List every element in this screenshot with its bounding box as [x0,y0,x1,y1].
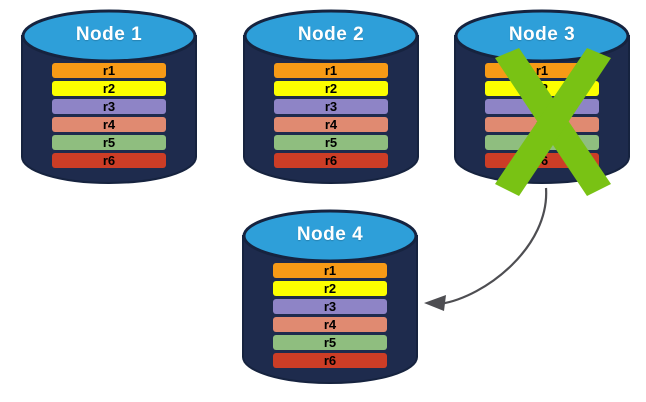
record-bar-r2[interactable]: r2 [273,281,387,296]
record-bar-r1[interactable]: r1 [274,63,388,78]
cylinder-top-ellipse [454,9,630,63]
record-bar-r6[interactable]: r6 [274,153,388,168]
record-bar-r4[interactable]: r4 [274,117,388,132]
record-bar-r6[interactable]: r6 [52,153,166,168]
record-bar-r3[interactable]: r3 [485,99,599,114]
record-bar-list: r1 r2 r3 r4 r5 r6 [52,63,166,168]
arrow-head-icon [424,295,446,311]
cylinder-top-ellipse [242,209,418,263]
record-bar-list: r1 r2 r3 r4 r5 r6 [273,263,387,368]
record-bar-r5[interactable]: r5 [485,135,599,150]
arrow-path [439,187,548,306]
record-bar-r2[interactable]: r2 [52,81,166,96]
record-bar-r5[interactable]: r5 [52,135,166,150]
record-bar-r1[interactable]: r1 [52,63,166,78]
record-bar-r5[interactable]: r5 [274,135,388,150]
record-bar-list: r1 r2 r3 r4 r5 r6 [274,63,388,168]
record-bar-r2[interactable]: r2 [485,81,599,96]
record-bar-r5[interactable]: r5 [273,335,387,350]
record-bar-r6[interactable]: r6 [485,153,599,168]
cylinder-top-ellipse [21,9,197,63]
record-bar-r3[interactable]: r3 [273,299,387,314]
record-bar-list: r1 r2 r3 r4 r5 r6 [485,63,599,168]
record-bar-r3[interactable]: r3 [52,99,166,114]
cylinder-top-ellipse [243,9,419,63]
record-bar-r1[interactable]: r1 [485,63,599,78]
record-bar-r4[interactable]: r4 [485,117,599,132]
record-bar-r2[interactable]: r2 [274,81,388,96]
record-bar-r4[interactable]: r4 [273,317,387,332]
record-bar-r3[interactable]: r3 [274,99,388,114]
record-bar-r1[interactable]: r1 [273,263,387,278]
record-bar-r4[interactable]: r4 [52,117,166,132]
record-bar-r6[interactable]: r6 [273,353,387,368]
